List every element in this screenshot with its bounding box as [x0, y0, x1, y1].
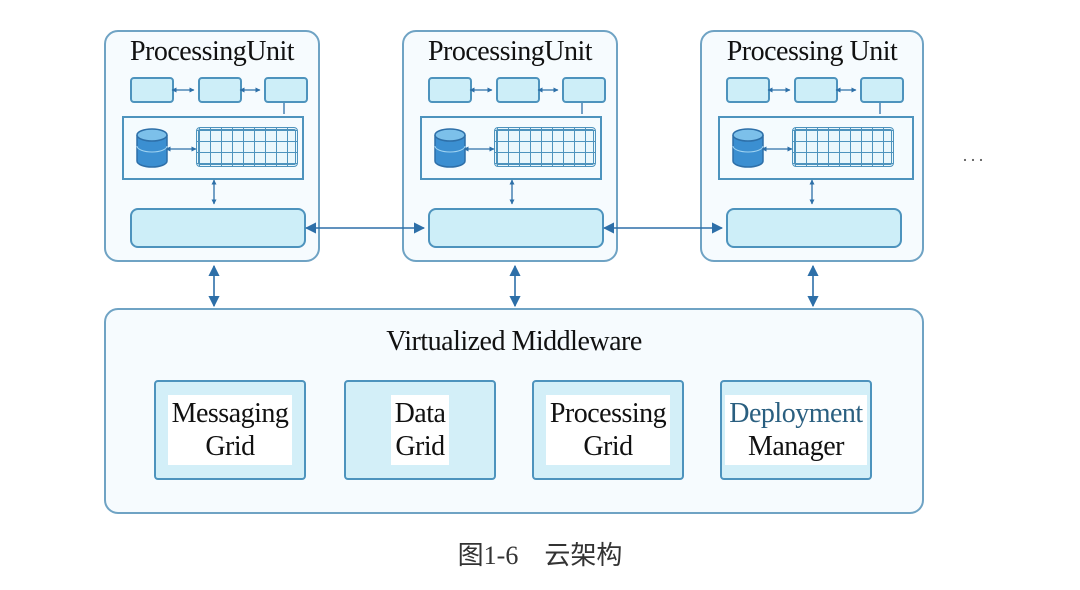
processing-unit-title: ProcessingUnit [129, 36, 295, 67]
module-label-line2: Grid [205, 431, 255, 462]
module-label-line2: Grid [583, 431, 633, 462]
module-label-line1: Data [394, 398, 446, 429]
processing-unit-2: ProcessingUnit [402, 30, 618, 262]
component-box [726, 77, 770, 103]
database-icon [732, 128, 764, 168]
processing-unit-title: ProcessingUnit [427, 36, 593, 67]
more-units-ellipsis: ··· [962, 150, 986, 170]
middleware-title: Virtualized Middleware [386, 326, 642, 357]
module-label-line1: Processing [549, 398, 667, 429]
component-box [496, 77, 540, 103]
component-box [794, 77, 838, 103]
data-container [420, 116, 602, 180]
module-label-line2: Manager [747, 431, 845, 462]
module-label-line1: Deployment [729, 398, 863, 429]
database-icon [136, 128, 168, 168]
processing-unit-3: Processing Unit [700, 30, 924, 262]
module-label-line2: Grid [395, 431, 445, 462]
communication-bus [130, 208, 306, 248]
unit-to-middleware-links [208, 264, 819, 308]
processing-unit-1: ProcessingUnit [104, 30, 320, 262]
component-box [198, 77, 242, 103]
communication-bus [726, 208, 902, 248]
component-box [428, 77, 472, 103]
component-box [264, 77, 308, 103]
component-box [562, 77, 606, 103]
data-container [718, 116, 914, 180]
figure-caption: 图1-6 云架构 [457, 541, 623, 570]
communication-bus [428, 208, 604, 248]
processing-unit-title: Processing Unit [726, 36, 898, 67]
component-box [130, 77, 174, 103]
database-icon [434, 128, 466, 168]
component-box [860, 77, 904, 103]
data-grid-table-icon [494, 127, 596, 167]
data-grid-table-icon [196, 127, 298, 167]
data-grid-table-icon [792, 127, 894, 167]
data-container [122, 116, 304, 180]
module-label-line1: Messaging [171, 398, 289, 429]
